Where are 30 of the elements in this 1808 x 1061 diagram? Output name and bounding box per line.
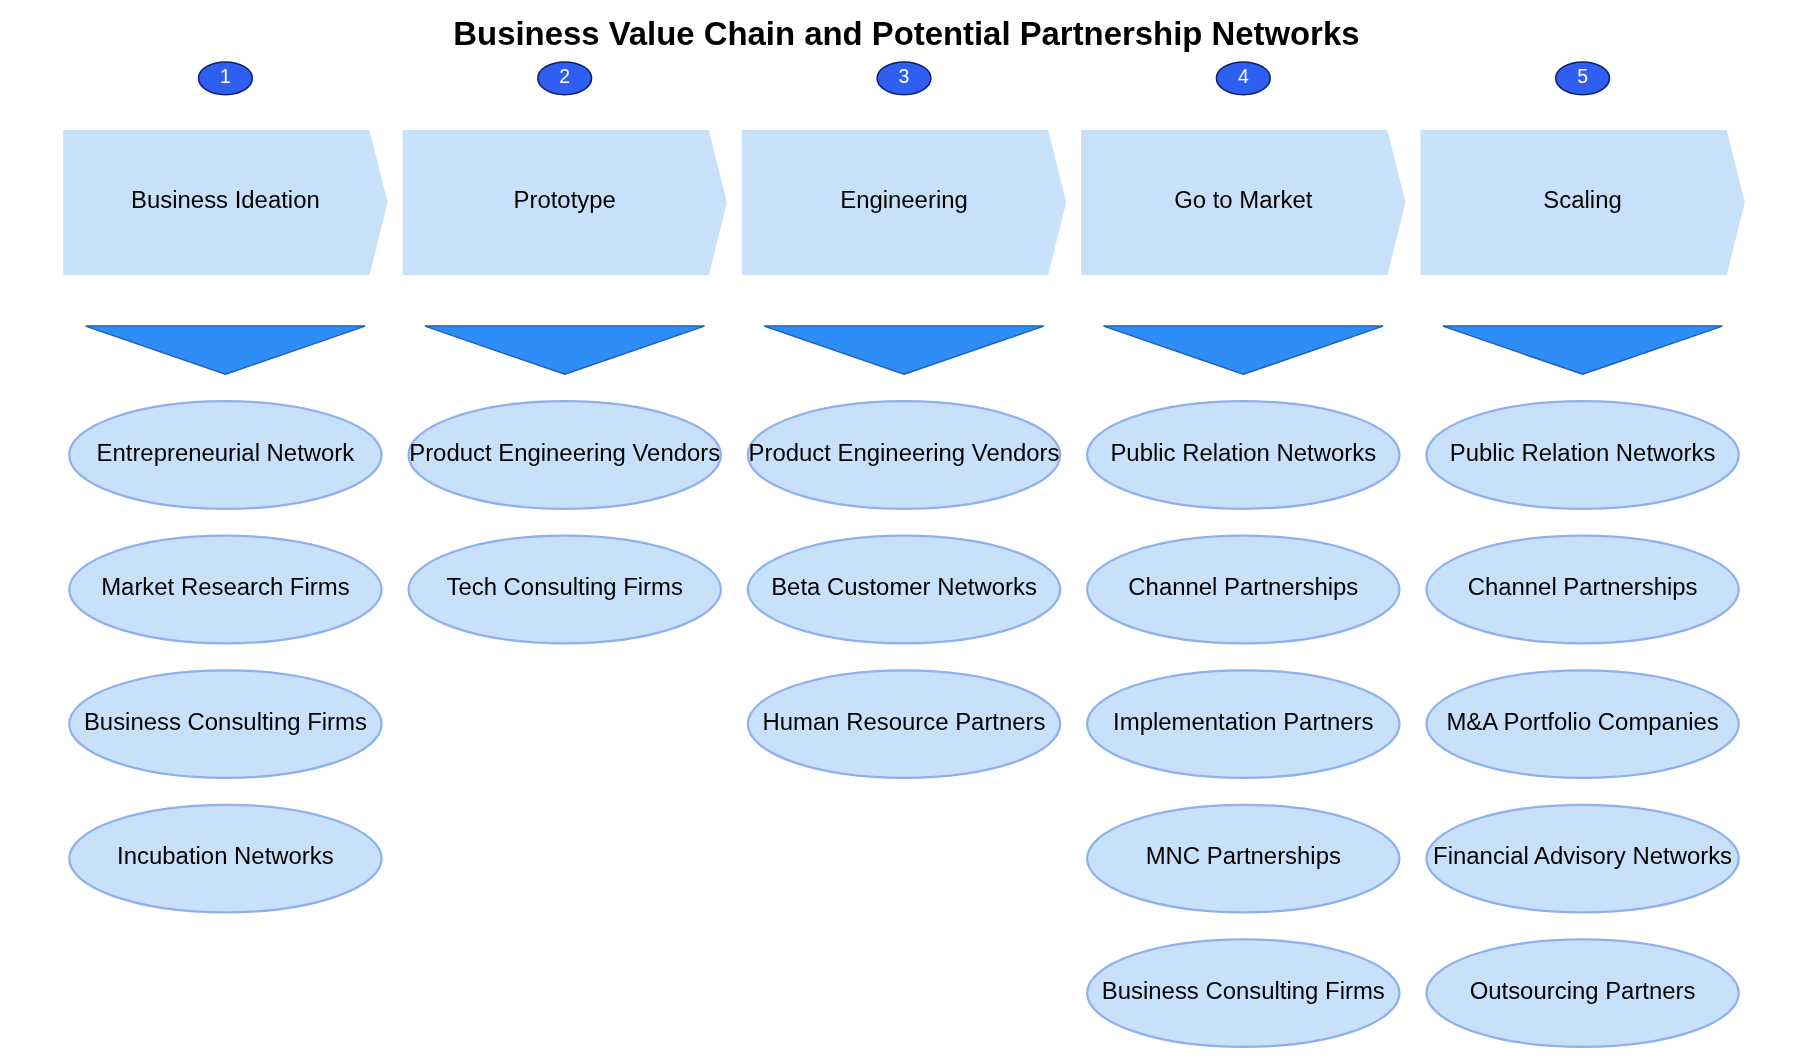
node-triangle: [84, 325, 366, 376]
diagram-title: Business Value Chain and Potential Partnership Networks: [453, 14, 1360, 52]
node-ellipse: Channel Partnerships: [1425, 534, 1740, 645]
node-ellipse: 1: [197, 61, 254, 96]
node-ellipse: Outsourcing Partners: [1425, 938, 1740, 1049]
node-ellipse: Human Resource Partners: [746, 669, 1062, 779]
node-ellipse: 3: [876, 61, 932, 96]
node-ellipse: Tech Consulting Firms: [407, 534, 722, 645]
node-triangle: [424, 325, 706, 376]
node-ellipse: MNC Partnerships: [1086, 803, 1401, 914]
node-ellipse: Public Relation Networks: [1425, 400, 1740, 510]
node-ellipse: Implementation Partners: [1086, 669, 1401, 779]
node-ellipse: M&A Portfolio Companies: [1425, 669, 1740, 779]
node-ellipse: Channel Partnerships: [1086, 534, 1401, 645]
node-ellipse: Market Research Firms: [68, 534, 383, 645]
node-ellipse: Product Engineering Vendors: [407, 400, 722, 510]
node-triangle: [763, 325, 1045, 376]
node-ellipse: Public Relation Networks: [1086, 400, 1401, 510]
node-ellipse: Product Engineering Vendors: [746, 400, 1062, 510]
node-ellipse: Beta Customer Networks: [746, 534, 1062, 645]
node-ellipse: 2: [537, 61, 593, 96]
node-triangle: [1102, 325, 1384, 376]
node-ellipse: Business Consulting Firms: [68, 669, 383, 779]
node-ellipse: Business Consulting Firms: [1086, 938, 1401, 1049]
node-ellipse: 5: [1554, 61, 1611, 96]
node-ellipse: Financial Advisory Networks: [1425, 803, 1740, 914]
node-ellipse: 4: [1215, 61, 1271, 96]
node-triangle: [1442, 325, 1724, 376]
node-ellipse: Entrepreneurial Network: [68, 400, 383, 510]
node-ellipse: Incubation Networks: [68, 803, 383, 914]
